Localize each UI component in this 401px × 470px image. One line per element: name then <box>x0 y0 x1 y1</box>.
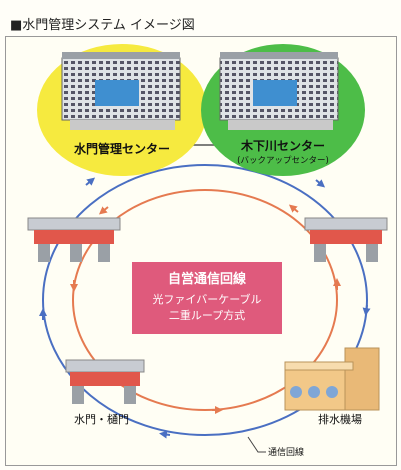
left-center-building <box>61 52 181 130</box>
inner-loop-line <box>72 189 338 411</box>
gate-right-top <box>304 217 388 262</box>
network-box-line2: 光ファイバーケーブル <box>152 292 261 306</box>
outer-loop-line <box>42 164 368 436</box>
network-box-line1: 自営通信回線 <box>168 271 247 287</box>
pumping-station <box>284 347 380 411</box>
gate-left-bottom <box>65 359 145 404</box>
network-box-line3: 二重ループ方式 <box>169 308 245 322</box>
right-center-building <box>219 52 339 130</box>
legend-comm-line: 通信回線 <box>268 446 304 458</box>
loop-arrows <box>39 177 371 439</box>
diagram-title: ■水門管理システム イメージ図 <box>10 18 195 33</box>
left-center-label: 水門管理センター <box>74 141 170 156</box>
legend-leader-line <box>247 436 266 453</box>
pump-label: 排水機場 <box>318 412 362 426</box>
gate-left-top <box>27 217 121 262</box>
gate-label: 水門・樋門 <box>74 412 129 426</box>
right-center-sublabel: (バックアップセンター) <box>237 156 329 166</box>
right-center-label: 木下川センター <box>240 138 325 153</box>
network-box <box>132 262 282 334</box>
